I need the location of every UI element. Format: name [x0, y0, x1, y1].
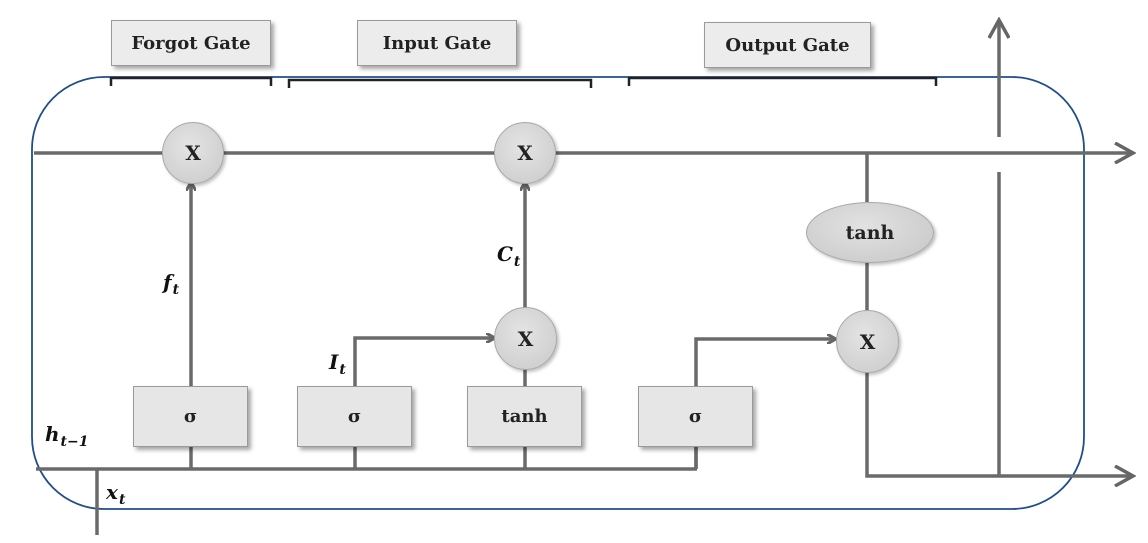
output-gate-label: Output Gate — [704, 22, 871, 68]
input-gate-line — [353, 338, 494, 386]
input-sigma-layer: σ — [297, 386, 412, 447]
cell-boundary — [31, 76, 1085, 510]
input-gate-label: Input Gate — [357, 20, 517, 66]
previous-hidden-label: ht−1 — [45, 422, 89, 450]
output-multiply-node: X — [836, 310, 899, 373]
hidden-output-line — [865, 372, 1133, 476]
candidate-label: Ct — [497, 242, 521, 270]
forget-sigma-layer: σ — [133, 386, 248, 447]
candidate-tanh-layer: tanh — [467, 386, 582, 447]
input-multiply-node: X — [494, 307, 557, 370]
cell-multiply-node: X — [494, 122, 556, 184]
input-gate-output-label: It — [329, 350, 346, 378]
forget-output-label: ft — [163, 270, 180, 298]
gate-brackets — [109, 76, 938, 88]
forget-multiply-node: X — [162, 122, 224, 184]
output-sigma-layer: σ — [638, 386, 753, 447]
forget-gate-label: Forgot Gate — [111, 20, 271, 66]
cell-tanh-node: tanh — [806, 202, 934, 263]
input-x-label: xt — [106, 480, 126, 508]
